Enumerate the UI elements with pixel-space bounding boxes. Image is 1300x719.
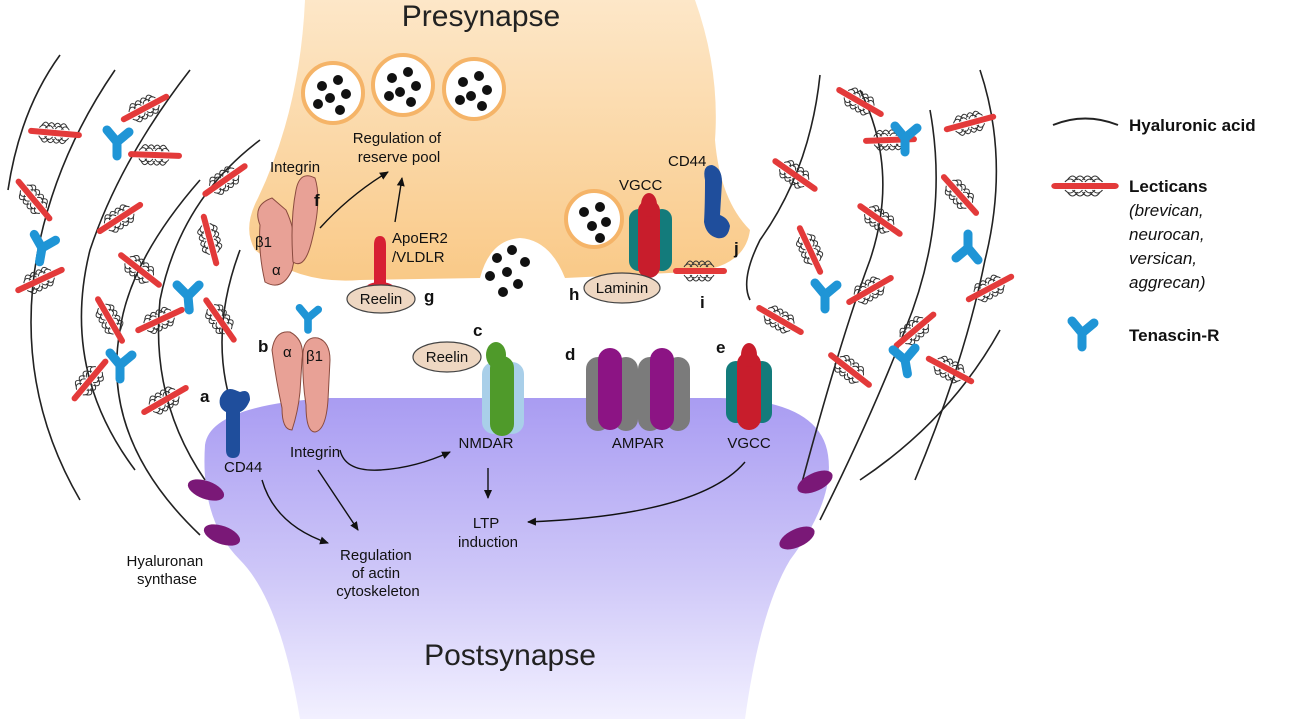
legend-lecticans-label: Lecticans [1129, 177, 1207, 196]
legend-hyaluronic-acid-label: Hyaluronic acid [1129, 116, 1256, 135]
ltp-induction-label: LTP induction [458, 515, 518, 551]
hyaluronan-synthase [187, 470, 833, 550]
actin-regulation-label: Regulation of actin cytoskeleton [336, 547, 419, 600]
cd44-presynaptic [704, 165, 730, 239]
synaptic-vesicle [442, 57, 506, 121]
apoer2-label: ApoER2 /VLDLR [392, 230, 452, 266]
letter-a: a [200, 387, 210, 406]
vgcc-presynaptic-label: VGCC [619, 177, 663, 194]
letter-b: b [258, 337, 268, 356]
letter-e: e [716, 338, 725, 357]
presynapse-title: Presynapse [402, 0, 560, 33]
alpha-presynaptic-label: α [272, 262, 281, 279]
tenascin-left [30, 130, 201, 379]
legend-hyaluronic-acid-swatch [1052, 117, 1119, 126]
integrin-presynaptic [257, 175, 319, 286]
released-neurotransmitter [485, 245, 530, 297]
hyaluronan-synthase-label: Hyaluronan synthase [127, 553, 208, 588]
legend-lecticans-examples: (brevican, neurocan, versican, aggrecan) [1129, 201, 1209, 292]
legend-tenascin-label: Tenascin-R [1129, 326, 1219, 345]
cd44-postsynaptic-label: CD44 [224, 459, 262, 476]
postsynapse-title: Postsynapse [424, 639, 596, 672]
integrin-presynaptic-label: Integrin [270, 159, 320, 176]
letter-c: c [473, 321, 482, 340]
legend-lectican-swatch [1055, 176, 1115, 196]
letter-d: d [565, 345, 575, 364]
presynapse-body [249, 0, 750, 281]
legend: Hyaluronic acid Lecticans (brevican, neu… [1053, 116, 1256, 347]
vgcc-presynaptic [629, 193, 672, 278]
regulation-reserve-pool-label: Regulation of reserve pool [353, 130, 446, 166]
integrin-postsynaptic [271, 308, 331, 433]
beta1-presynaptic-label: β1 [255, 234, 272, 251]
nmdar-label: NMDAR [459, 435, 514, 452]
signal-arrows [261, 171, 746, 545]
ampar-label: AMPAR [612, 435, 664, 452]
vgcc-postsynaptic [726, 343, 772, 430]
letter-i: i [700, 293, 705, 312]
synaptic-vesicle [301, 61, 365, 125]
beta1-postsynaptic-label: β1 [306, 348, 323, 365]
reelin-postsynaptic-label: Reelin [426, 349, 469, 366]
letter-j: j [733, 239, 739, 258]
synaptic-vesicle [564, 189, 624, 249]
reelin-presynaptic [346, 284, 416, 314]
vgcc-postsynaptic-label: VGCC [727, 435, 771, 452]
reelin-postsynaptic [412, 341, 482, 373]
letter-h: h [569, 285, 579, 304]
postsynapse-body [204, 398, 829, 719]
tenascin-right [815, 126, 978, 376]
legend-tenascin-swatch [1072, 321, 1094, 347]
lecticans-right [754, 81, 1016, 392]
laminin-label: Laminin [596, 280, 649, 297]
cd44-presynaptic-label: CD44 [668, 153, 706, 170]
letter-f: f [314, 191, 320, 210]
laminin [583, 272, 661, 304]
nmdar [482, 342, 524, 436]
ampar [586, 348, 690, 431]
integrin-postsynaptic-label: Integrin [290, 444, 340, 461]
lecticans-left [11, 88, 250, 421]
cd44-postsynaptic [219, 389, 250, 458]
alpha-postsynaptic-label: α [283, 344, 292, 361]
synaptic-vesicle [371, 53, 435, 117]
letter-g: g [424, 287, 434, 306]
reelin-presynaptic-label: Reelin [360, 291, 403, 308]
